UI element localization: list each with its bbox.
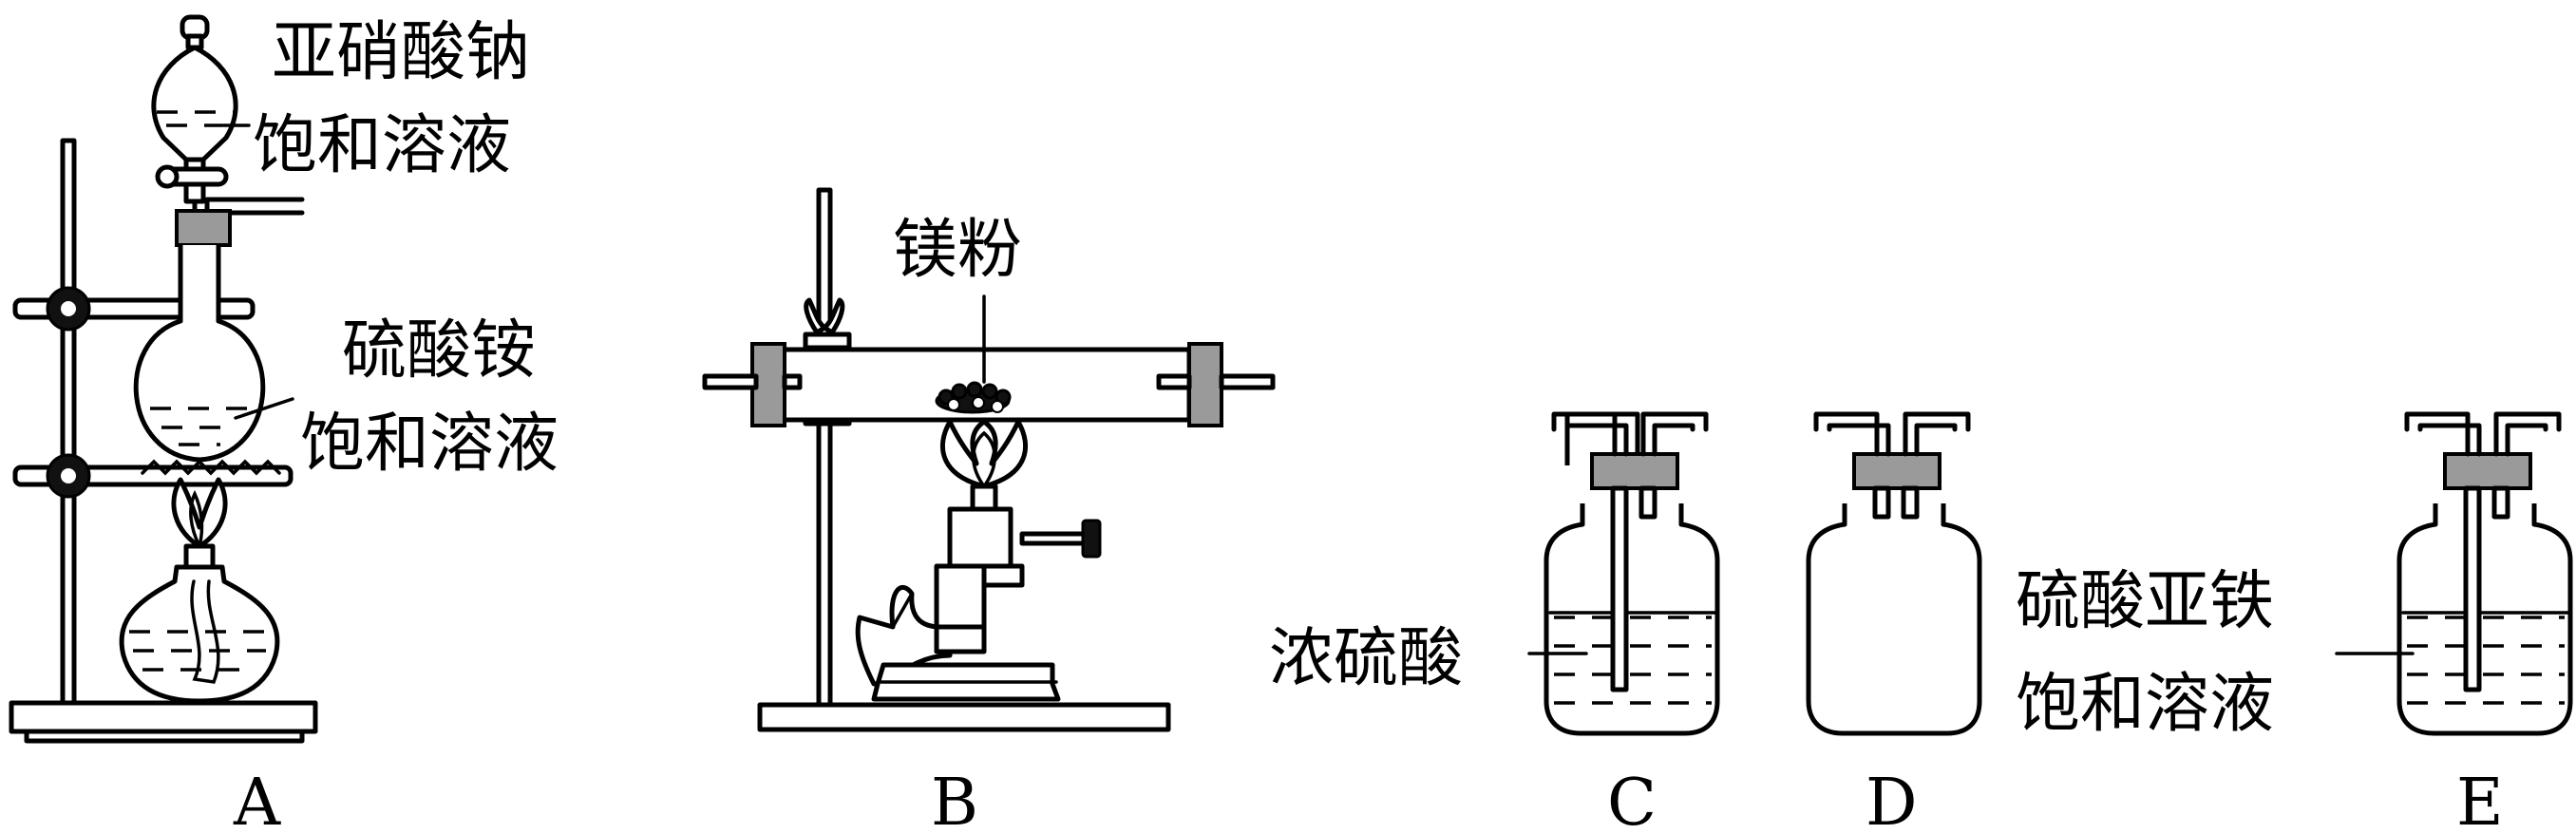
a-stand-rod [60, 138, 77, 706]
a-alcohol-lamp [119, 543, 280, 704]
b-stand-rod [816, 187, 833, 708]
apparatus-b [702, 187, 1276, 732]
b-combustion-tube [702, 342, 1276, 427]
letter-e: E [2456, 766, 2504, 834]
letter-c: C [1607, 766, 1657, 834]
apparatus-a [9, 14, 318, 744]
d-bottle [1806, 503, 1982, 736]
label-b-powder: 镁粉 [893, 213, 1022, 288]
a-flame [171, 477, 228, 552]
label-e-liquid-line2: 饱和溶液 [2016, 667, 2274, 742]
label-a-flask-line2: 饱和溶液 [300, 407, 559, 482]
apparatus-d [1806, 411, 1982, 736]
label-a-funnel-line2: 饱和溶液 [253, 108, 511, 183]
a-stand-base [9, 700, 318, 734]
a-stopper [175, 209, 232, 247]
letter-b: B [931, 766, 978, 834]
b-flame [940, 419, 1028, 489]
label-a-funnel-line1: 亚硝酸钠 [272, 15, 530, 90]
b-magnesium-powder [935, 381, 1012, 414]
a-ring-clamp [12, 453, 294, 499]
label-a-flask-line1: 硫酸铵 [342, 313, 536, 389]
label-c-liquid: 浓硫酸 [1269, 621, 1463, 696]
b-bunsen-burner [855, 483, 1102, 702]
letter-a: A [233, 766, 281, 834]
apparatus-c [1527, 411, 1720, 736]
a-round-flask [133, 245, 266, 463]
b-stand-base [757, 702, 1171, 732]
letter-d: D [1866, 766, 1918, 834]
apparatus-e [2335, 411, 2573, 736]
label-e-liquid-line1: 硫酸亚铁 [2016, 564, 2274, 639]
